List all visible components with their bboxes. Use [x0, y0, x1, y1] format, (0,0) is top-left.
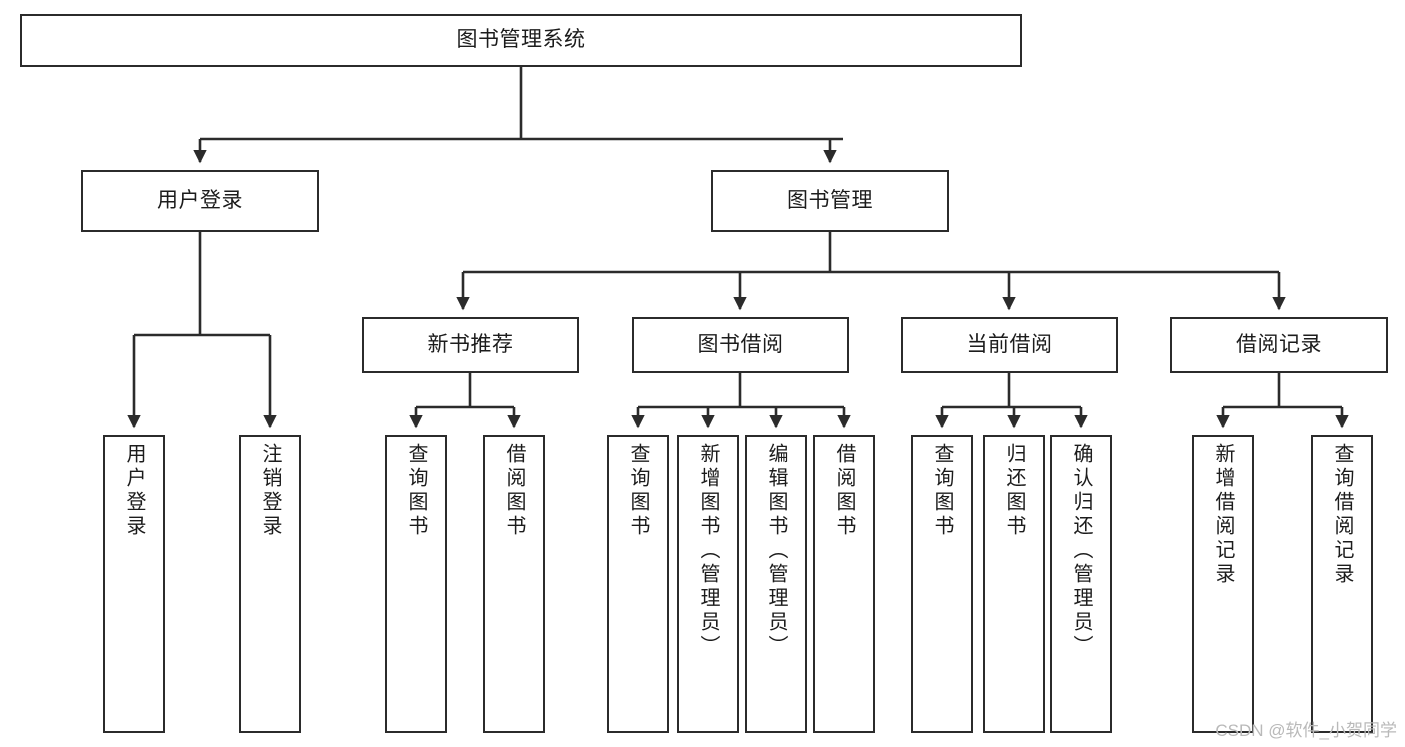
node-leaf-add-book-admin[interactable]: 新增图书（管理员） [677, 435, 739, 733]
node-current-borrow[interactable]: 当前借阅 [901, 317, 1118, 373]
node-book-manage[interactable]: 图书管理 [711, 170, 949, 232]
node-new-book-recommend-label: 新书推荐 [427, 332, 514, 356]
node-leaf-query-borrow-record-label: 查询借阅记录 [1331, 443, 1353, 587]
node-leaf-query-book-2[interactable]: 查询图书 [607, 435, 669, 733]
watermark: CSDN @软件_小贺同学 [1215, 721, 1397, 740]
node-leaf-borrow-book-1-label: 借阅图书 [503, 443, 525, 539]
node-current-borrow-label: 当前借阅 [966, 332, 1053, 356]
node-leaf-query-book-3[interactable]: 查询图书 [911, 435, 973, 733]
node-user-login-label: 用户登录 [157, 188, 243, 212]
node-book-borrow[interactable]: 图书借阅 [632, 317, 849, 373]
node-leaf-query-book-1[interactable]: 查询图书 [385, 435, 447, 733]
node-leaf-logout-login-label: 注销登录 [259, 443, 281, 539]
node-borrow-record-label: 借阅记录 [1236, 332, 1322, 356]
node-leaf-edit-book-admin[interactable]: 编辑图书（管理员） [745, 435, 807, 733]
node-leaf-borrow-book-2[interactable]: 借阅图书 [813, 435, 875, 733]
node-leaf-query-book-1-label: 查询图书 [405, 443, 427, 539]
node-leaf-query-book-3-label: 查询图书 [931, 443, 953, 539]
node-leaf-return-book-label: 归还图书 [1003, 443, 1025, 539]
node-leaf-query-borrow-record[interactable]: 查询借阅记录 [1311, 435, 1373, 733]
node-root-label: 图书管理系统 [456, 28, 586, 52]
node-book-manage-label: 图书管理 [787, 188, 873, 212]
node-leaf-confirm-return-admin-label: 确认归还（管理员） [1070, 443, 1092, 659]
node-leaf-confirm-return-admin[interactable]: 确认归还（管理员） [1050, 435, 1112, 733]
node-leaf-query-book-2-label: 查询图书 [627, 443, 649, 539]
node-new-book-recommend[interactable]: 新书推荐 [362, 317, 579, 373]
node-leaf-user-login[interactable]: 用户登录 [103, 435, 165, 733]
node-leaf-return-book[interactable]: 归还图书 [983, 435, 1045, 733]
node-leaf-edit-book-admin-label: 编辑图书（管理员） [765, 443, 787, 659]
node-leaf-add-borrow-record[interactable]: 新增借阅记录 [1192, 435, 1254, 733]
node-book-borrow-label: 图书借阅 [697, 332, 784, 356]
node-root[interactable]: 图书管理系统 [20, 14, 1022, 67]
node-user-login[interactable]: 用户登录 [81, 170, 319, 232]
node-leaf-add-book-admin-label: 新增图书（管理员） [697, 443, 719, 659]
node-borrow-record[interactable]: 借阅记录 [1170, 317, 1388, 373]
node-leaf-user-login-label: 用户登录 [123, 443, 145, 539]
node-leaf-borrow-book-2-label: 借阅图书 [833, 443, 855, 539]
node-leaf-add-borrow-record-label: 新增借阅记录 [1212, 443, 1234, 587]
node-leaf-logout-login[interactable]: 注销登录 [239, 435, 301, 733]
node-leaf-borrow-book-1[interactable]: 借阅图书 [483, 435, 545, 733]
